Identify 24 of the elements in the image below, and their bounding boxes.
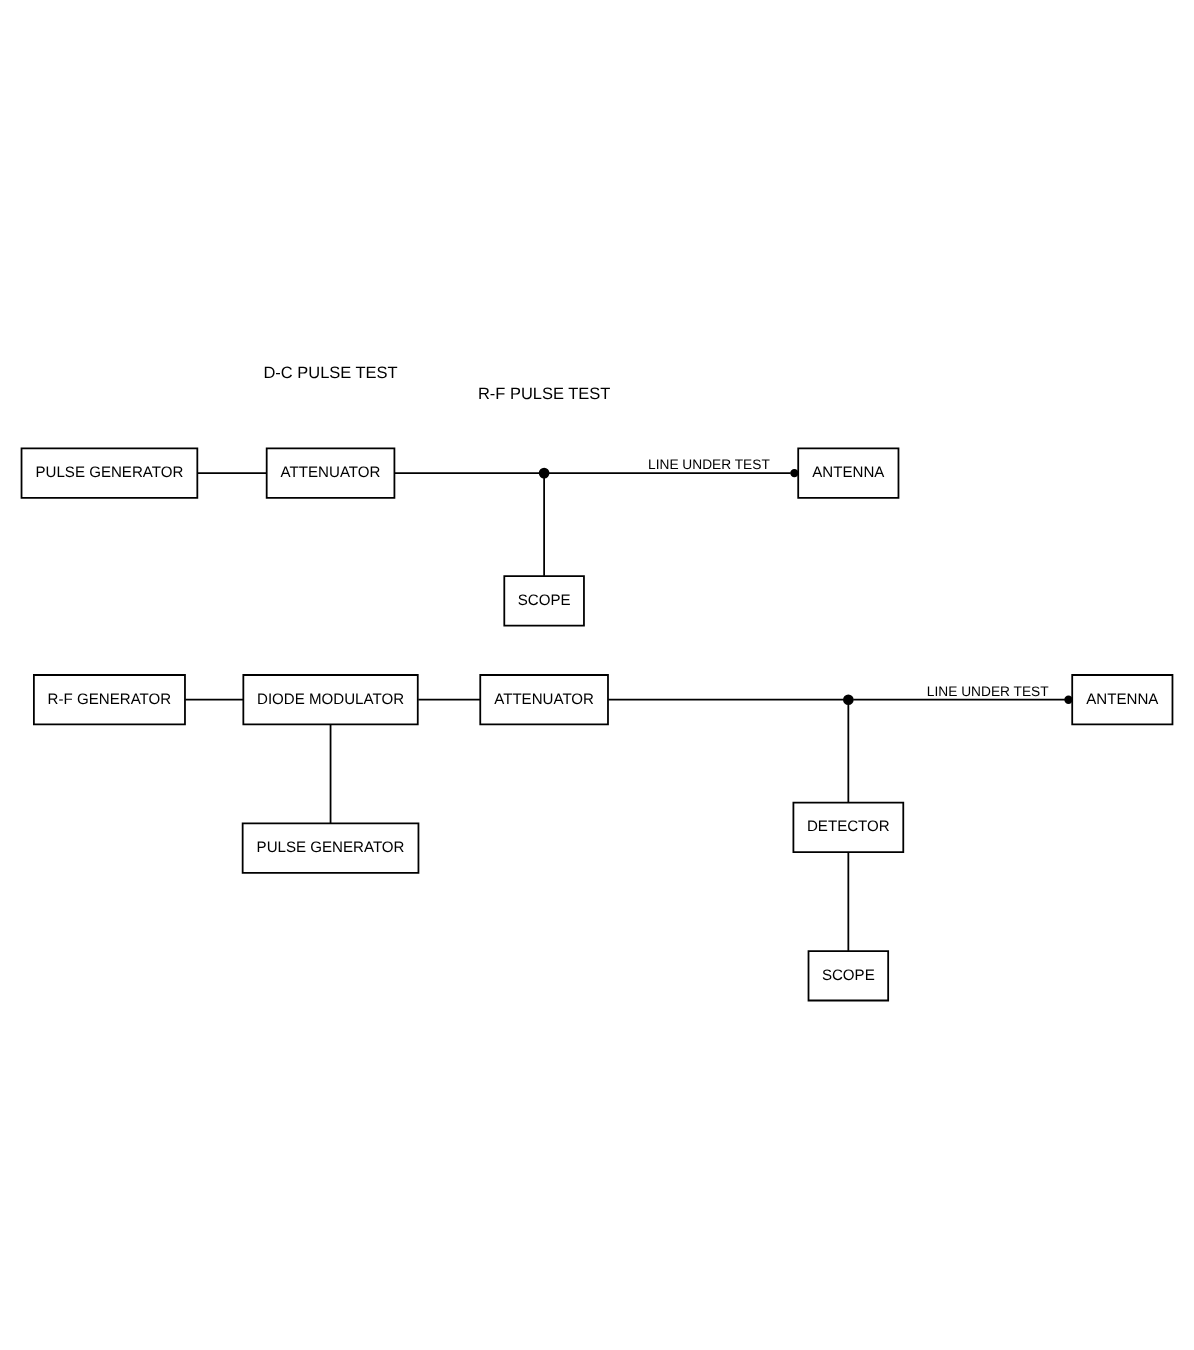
connector <box>847 703 850 804</box>
connector <box>847 851 850 952</box>
node-box: SCOPE <box>807 950 890 1002</box>
node-box: ATTENUATOR <box>265 447 396 499</box>
node-box: DETECTOR <box>792 801 905 854</box>
connector <box>196 472 267 474</box>
node-dot <box>538 467 550 479</box>
connector <box>543 477 545 577</box>
connector <box>852 695 1073 704</box>
connector <box>393 472 541 474</box>
node-box: ATTENUATOR <box>479 674 609 726</box>
connector <box>607 698 845 701</box>
node-box: R-F GENERATOR <box>33 674 186 726</box>
node-box: PULSE GENERATOR <box>20 447 199 499</box>
node-box: ANTENNA <box>1071 674 1174 726</box>
connector <box>329 723 332 825</box>
connector <box>417 698 481 701</box>
node-dot <box>843 694 854 706</box>
connector <box>548 468 799 478</box>
node-box: SCOPE <box>503 575 585 627</box>
connector <box>184 698 245 701</box>
node-box: PULSE GENERATOR <box>241 822 420 874</box>
node-box: DIODE MODULATOR <box>242 674 419 726</box>
node-box: ANTENNA <box>797 447 900 499</box>
